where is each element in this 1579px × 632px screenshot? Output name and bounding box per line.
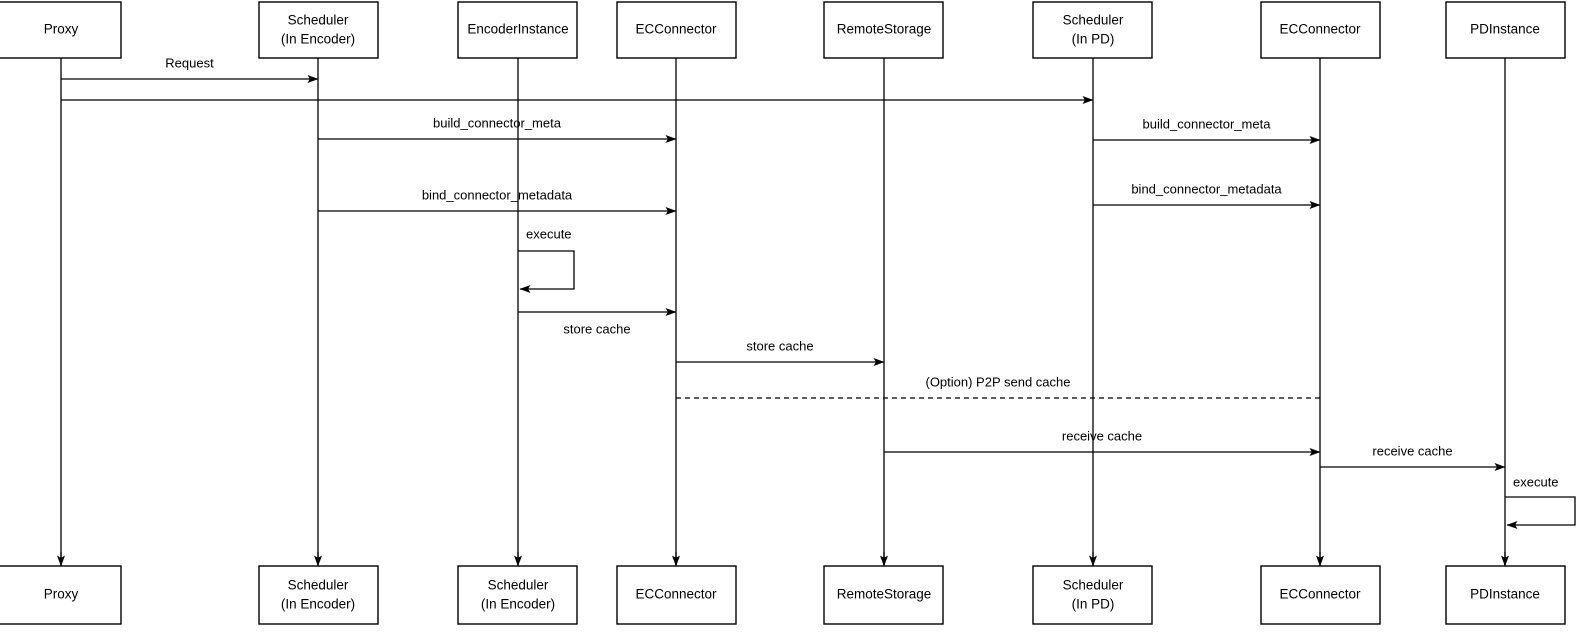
participant-header-label-pdinstance: PDInstance [1470,22,1540,37]
self-message-label-execute-encoder: execute [526,226,572,241]
participant-header-pdinstance[interactable]: PDInstance [1445,1,1566,59]
message-request[interactable]: Request [61,55,319,83]
participant-header-proxy[interactable]: Proxy [0,1,122,59]
participant-header-scheduler-enc[interactable]: Scheduler (In Encoder) [258,1,379,59]
self-message-path-execute-pdinstance [1505,496,1576,529]
message-receive-cache-2[interactable]: receive cache [1320,443,1506,471]
participant-header-label-ecconnector-1: ECConnector [635,22,717,37]
participant-header-label-ecconnector-2: ECConnector [1279,22,1361,37]
participant-footer-label-scheduler-pd: Scheduler [1063,578,1124,593]
participant-header-box-scheduler-enc [258,1,379,59]
lifelines-layer [57,58,1509,567]
participant-footer-label-proxy: Proxy [44,587,79,602]
participant-footer-encoder-inst[interactable]: Scheduler (In Encoder) [457,565,578,625]
message-store-cache-1[interactable]: store cache [518,308,677,336]
participant-footer-box-scheduler-pd [1032,565,1153,625]
participant-header-box-ecconnector-1 [616,1,737,59]
participant-headers-layer: Proxy Scheduler (In Encoder) EncoderInstanc… [0,1,1566,59]
self-message-label-execute-pdinstance: execute [1513,474,1559,489]
participant-header-box-encoder-inst [457,1,578,59]
message-label-bind-meta-pd: bind_connector_metadata [1131,181,1282,196]
participant-header-label-scheduler-pd: Scheduler [1063,13,1124,28]
participant-header-ecconnector-2[interactable]: ECConnector [1260,1,1381,59]
self-message-execute-encoder[interactable]: execute [518,226,575,293]
message-label-receive-cache-2: receive cache [1372,443,1452,458]
message-store-cache-2[interactable]: store cache [676,338,885,366]
participant-header-label-scheduler-enc: Scheduler [288,13,349,28]
participant-footer-remotestorage[interactable]: RemoteStorage [823,565,944,625]
participant-footer-label-ecconnector-2: ECConnector [1279,587,1361,602]
participant-footer-box-pdinstance [1445,565,1566,625]
participant-header-ecconnector-1[interactable]: ECConnector [616,1,737,59]
participant-footer-label-remotestorage: RemoteStorage [837,587,932,602]
participant-footer-ecconnector-2[interactable]: ECConnector [1260,565,1381,625]
participant-footer-sublabel-encoder-inst: (In Encoder) [481,597,555,612]
participant-footer-scheduler-pd[interactable]: Scheduler (In PD) [1032,565,1153,625]
participant-footer-label-ecconnector-1: ECConnector [635,587,717,602]
participant-footer-sublabel-scheduler-enc: (In Encoder) [281,597,355,612]
participant-footer-label-pdinstance: PDInstance [1470,587,1540,602]
participant-footer-box-encoder-inst [457,565,578,625]
participant-footer-box-proxy [0,565,122,625]
message-receive-cache-1[interactable]: receive cache [884,428,1321,456]
message-bind-meta-enc[interactable]: bind_connector_metadata [318,187,677,215]
participant-header-box-proxy [0,1,122,59]
message-build-meta-pd[interactable]: build_connector_meta [1093,116,1321,144]
message-label-store-cache-2: store cache [746,338,813,353]
message-label-store-cache-1: store cache [563,321,630,336]
participant-header-label-encoder-inst: EncoderInstance [467,22,568,37]
participant-header-label-proxy: Proxy [44,22,79,37]
participant-header-box-ecconnector-2 [1260,1,1381,59]
message-build-meta-enc[interactable]: build_connector_meta [318,115,677,143]
message-p2p-send-cache[interactable]: (Option) P2P send cache [676,374,1320,399]
participant-header-box-scheduler-pd [1032,1,1153,59]
participant-header-sublabel-scheduler-enc: (In Encoder) [281,32,355,47]
message-label-p2p-send-cache: (Option) P2P send cache [925,374,1070,389]
participant-footer-proxy[interactable]: Proxy [0,565,122,625]
participant-footer-scheduler-enc[interactable]: Scheduler (In Encoder) [258,565,379,625]
participant-footer-box-ecconnector-2 [1260,565,1381,625]
message-label-bind-meta-enc: bind_connector_metadata [422,187,573,202]
participant-header-sublabel-scheduler-pd: (In PD) [1072,32,1115,47]
participant-footer-sublabel-scheduler-pd: (In PD) [1072,597,1115,612]
participant-footer-box-remotestorage [823,565,944,625]
message-bind-meta-pd[interactable]: bind_connector_metadata [1093,181,1321,209]
participant-footer-ecconnector-1[interactable]: ECConnector [616,565,737,625]
participant-footer-box-ecconnector-1 [616,565,737,625]
message-label-receive-cache-1: receive cache [1062,428,1142,443]
self-message-path-execute-encoder [518,250,575,293]
message-label-build-meta-pd: build_connector_meta [1143,116,1272,131]
participant-footers-layer: Proxy Scheduler (In Encoder) Scheduler (In E… [0,565,1566,625]
participant-header-box-pdinstance [1445,1,1566,59]
message-label-request: Request [165,55,214,70]
participant-header-scheduler-pd[interactable]: Scheduler (In PD) [1032,1,1153,59]
message-label-build-meta-enc: build_connector_meta [433,115,562,130]
participant-footer-label-scheduler-enc: Scheduler [288,578,349,593]
messages-layer: Request build_connector_meta build_connect… [61,55,1576,529]
participant-header-remotestorage[interactable]: RemoteStorage [823,1,944,59]
participant-header-encoder-inst[interactable]: EncoderInstance [457,1,578,59]
participant-footer-label-encoder-inst: Scheduler [488,578,549,593]
participant-header-box-remotestorage [823,1,944,59]
self-message-execute-pdinstance[interactable]: execute [1505,474,1576,529]
participant-footer-pdinstance[interactable]: PDInstance [1445,565,1566,625]
participant-header-label-remotestorage: RemoteStorage [837,22,932,37]
participant-footer-box-scheduler-enc [258,565,379,625]
